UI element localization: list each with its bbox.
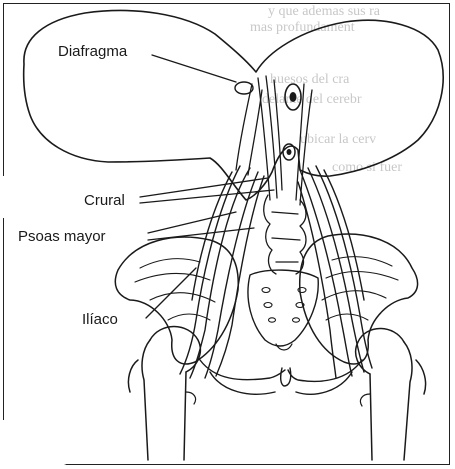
- label-crural: Crural: [84, 193, 125, 208]
- label-iliaco: Ilíaco: [82, 312, 118, 327]
- label-psoas-mayor: Psoas mayor: [18, 229, 106, 244]
- label-diafragma: Diafragma: [58, 44, 127, 59]
- paper-tear-upper: [0, 176, 30, 218]
